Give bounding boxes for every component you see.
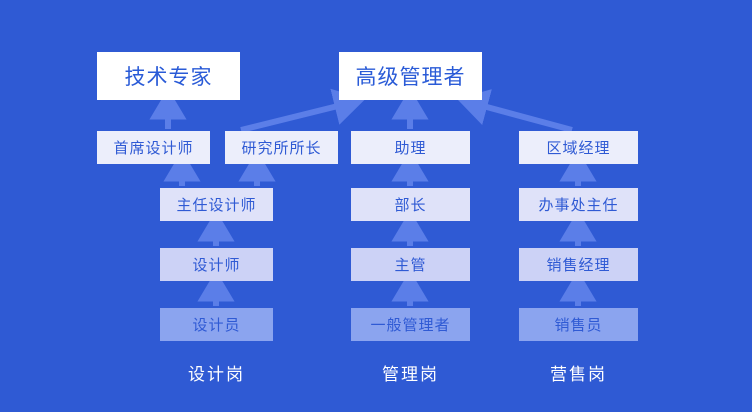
column-label-sales: 营售岗 (519, 360, 638, 385)
node-tech-expert[interactable]: 技术专家 (97, 52, 240, 100)
column-label-design: 设计岗 (160, 360, 273, 385)
node-salesperson[interactable]: 销售员 (519, 308, 638, 341)
node-design-staff[interactable]: 设计员 (160, 308, 273, 341)
node-label: 技术专家 (124, 66, 213, 89)
node-label: 首席设计师 (113, 140, 194, 157)
node-label: 设计师 (192, 257, 241, 274)
column-label-text: 营售岗 (550, 365, 607, 384)
node-regional-manager[interactable]: 区域经理 (519, 131, 638, 164)
node-label: 高级管理者 (355, 66, 466, 89)
node-director-designer[interactable]: 主任设计师 (160, 188, 273, 221)
node-chief-designer[interactable]: 首席设计师 (97, 131, 210, 164)
column-label-text: 设计岗 (188, 365, 245, 384)
node-designer[interactable]: 设计师 (160, 248, 273, 281)
node-office-director[interactable]: 办事处主任 (519, 188, 638, 221)
node-label: 助理 (394, 140, 427, 157)
arrow-institute-head-to-senior-manager (240, 88, 366, 133)
node-label: 研究所所长 (241, 140, 322, 157)
node-senior-manager[interactable]: 高级管理者 (339, 52, 482, 100)
node-label: 区域经理 (546, 140, 611, 157)
node-label: 销售员 (554, 317, 603, 334)
node-institute-head[interactable]: 研究所所长 (225, 131, 338, 164)
node-assistant[interactable]: 助理 (351, 131, 470, 164)
node-label: 主任设计师 (176, 197, 257, 214)
column-label-management: 管理岗 (351, 360, 470, 385)
node-label: 主管 (394, 257, 427, 274)
node-supervisor[interactable]: 主管 (351, 248, 470, 281)
node-label: 设计员 (192, 317, 241, 334)
column-label-text: 管理岗 (382, 365, 439, 384)
arrow-regional-manager-to-senior-manager (456, 89, 573, 133)
node-label: 办事处主任 (538, 197, 619, 214)
node-department-head[interactable]: 部长 (351, 188, 470, 221)
node-general-manager[interactable]: 一般管理者 (351, 308, 470, 341)
node-label: 部长 (394, 197, 427, 214)
node-label: 销售经理 (546, 257, 611, 274)
node-sales-manager[interactable]: 销售经理 (519, 248, 638, 281)
node-label: 一般管理者 (370, 317, 451, 334)
